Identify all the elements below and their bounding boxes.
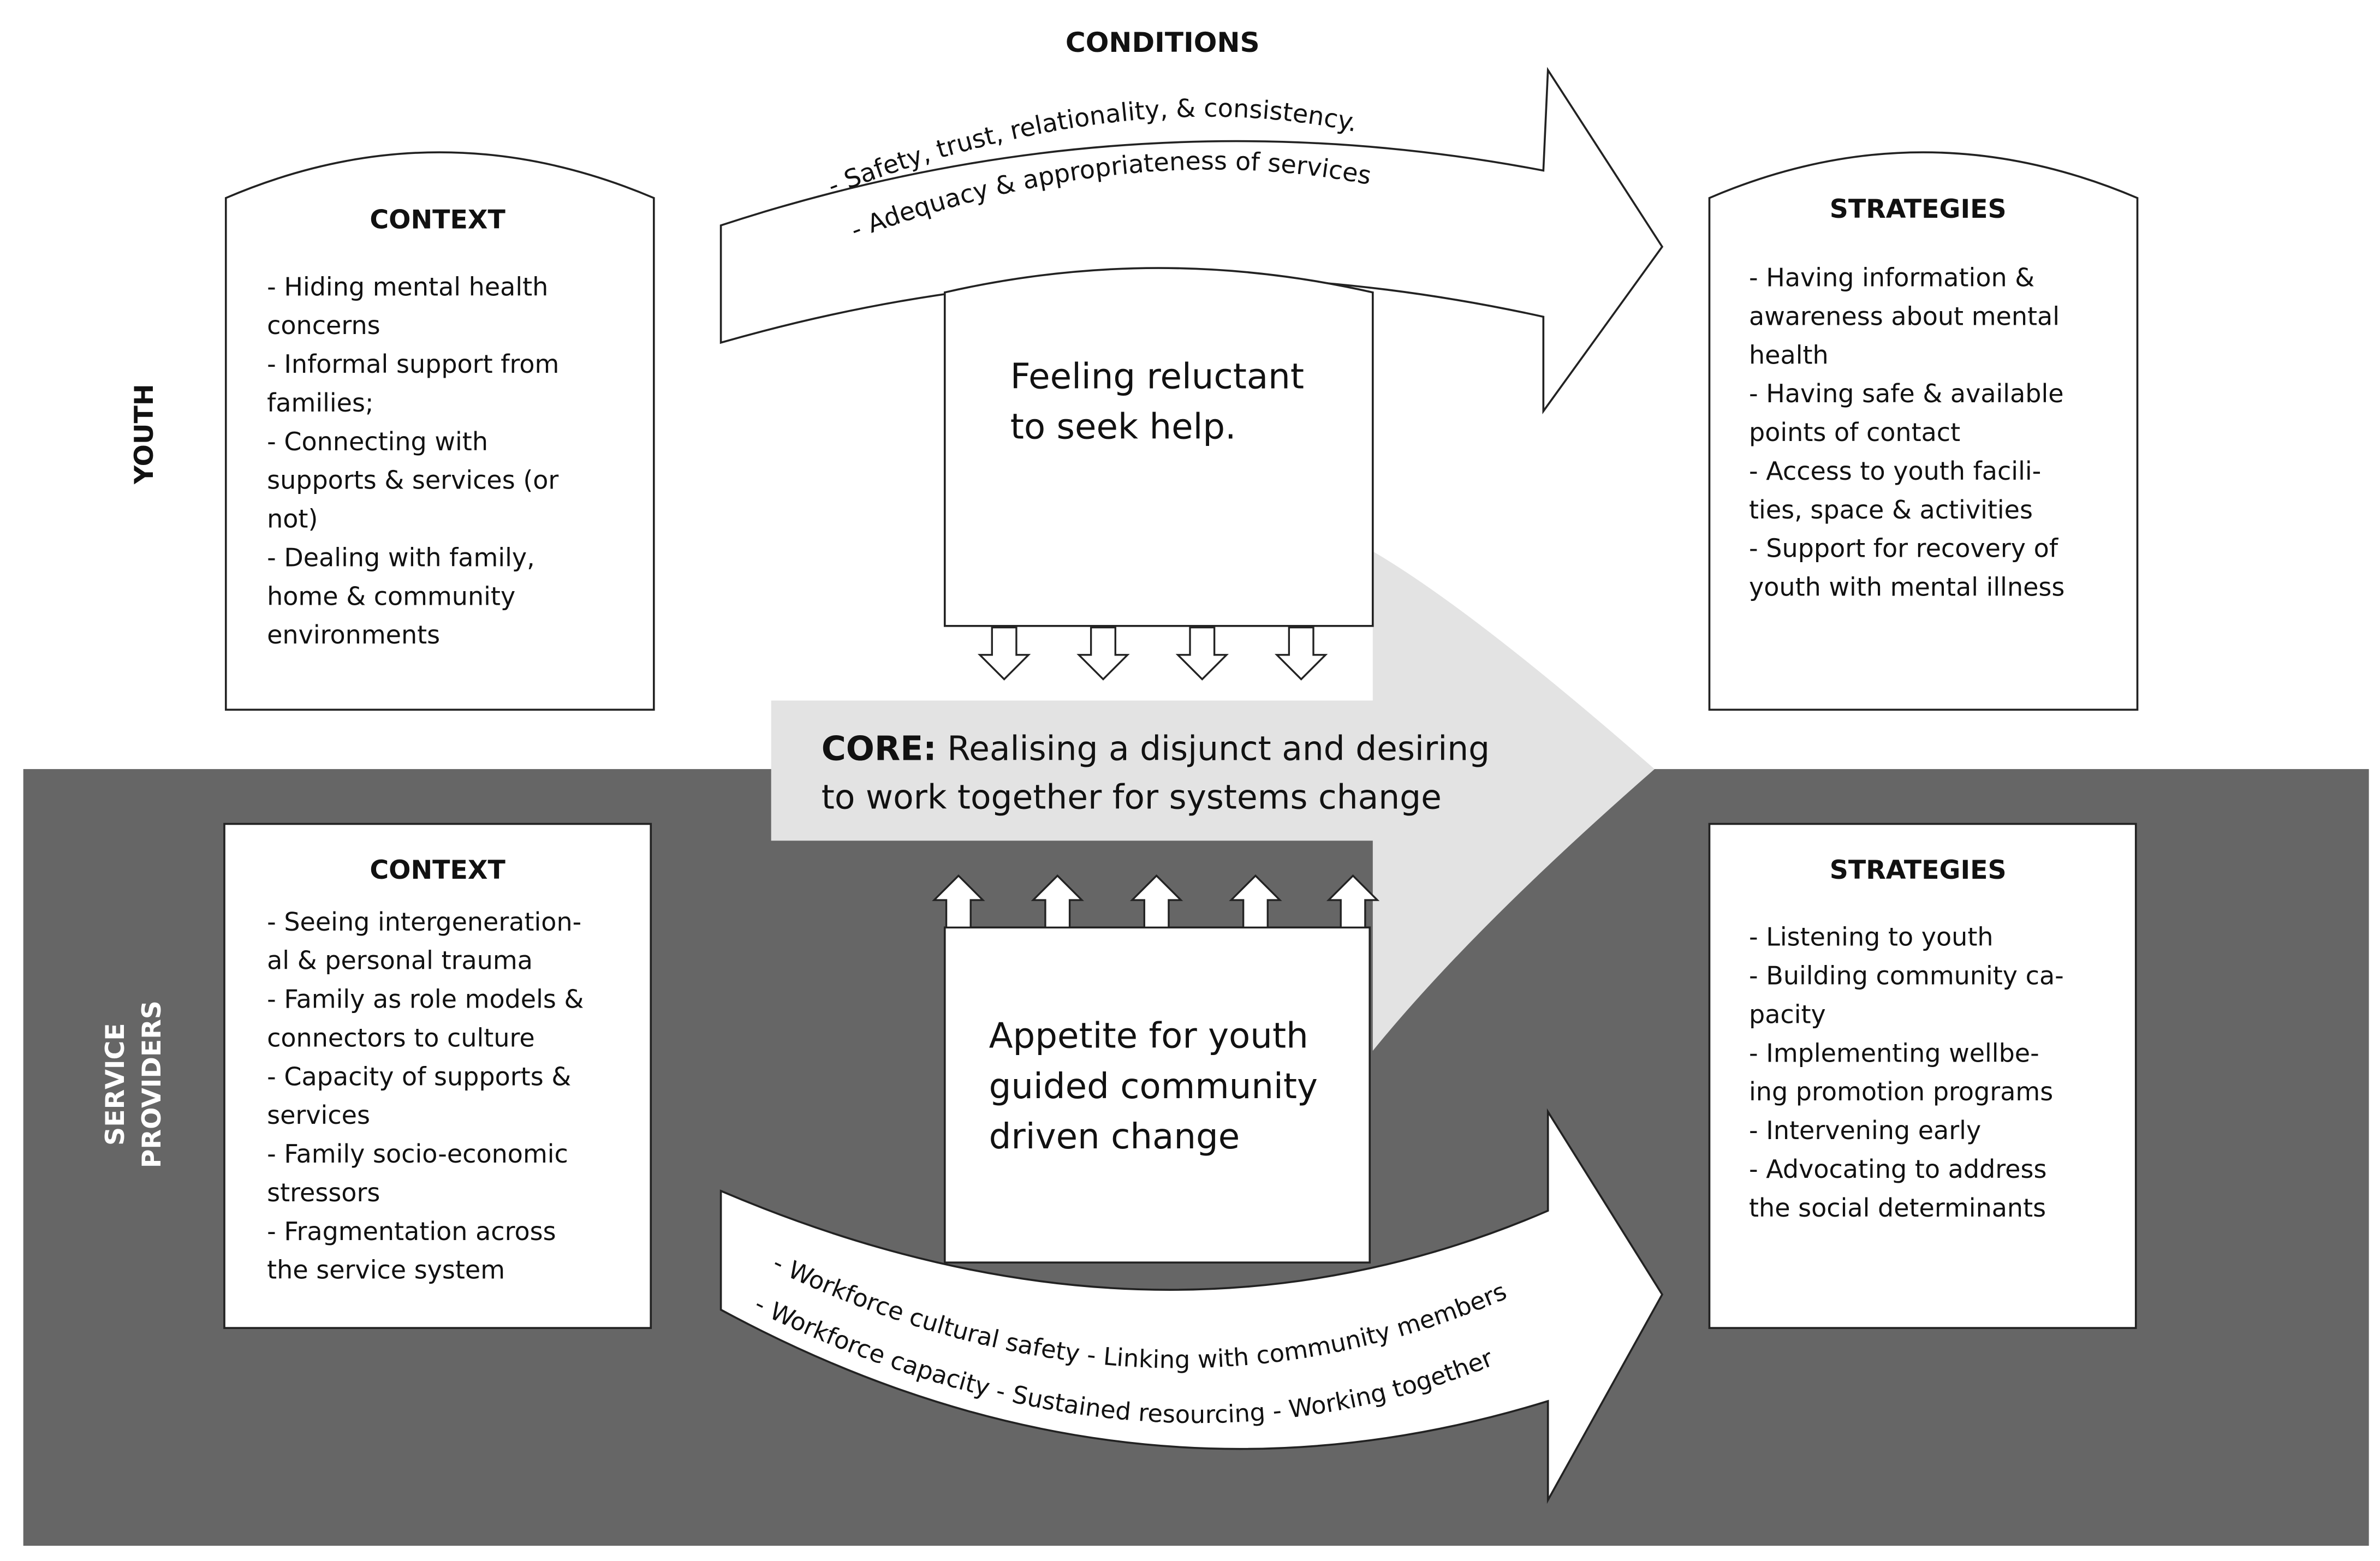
- text-line: Appetite for youth: [989, 1016, 1308, 1057]
- text-line: youth with mental illness: [1749, 573, 2064, 602]
- provider-appetite-box: [943, 926, 1371, 1264]
- text-line: - Advocating to address: [1749, 1154, 2046, 1184]
- text-line: - Capacity of supports &: [267, 1062, 571, 1091]
- text-line: not): [267, 504, 318, 534]
- text-line: driven change: [989, 1116, 1240, 1157]
- provider-context-title: CONTEXT: [370, 855, 505, 885]
- text-line: guided community: [989, 1066, 1318, 1107]
- text-line: - Family as role models &: [267, 985, 584, 1014]
- youth-strategies-box: [1708, 151, 2139, 711]
- core-text-line1: CORE: Realising a disjunct and desiring: [822, 729, 1490, 768]
- text-line: al & personal trauma: [267, 946, 533, 975]
- down-arrow-icon: [977, 626, 1031, 681]
- text-line: - Building community ca-: [1749, 961, 2064, 991]
- text-line: - Family socio-economic: [267, 1139, 568, 1169]
- provider-strategies-box: [1708, 823, 2137, 1329]
- core-arrow: [771, 551, 1655, 1051]
- text-line: - Informal support from: [267, 349, 559, 379]
- youth-context-list: - Hiding mental health concerns - Informal…: [267, 272, 559, 650]
- text-line: supports & services (or: [267, 466, 558, 495]
- text-line: concerns: [267, 311, 380, 340]
- down-arrow-icon: [1076, 626, 1130, 681]
- provider-strategies-list: - Listening to youth - Building community…: [1749, 922, 2064, 1223]
- service-side-label-line2: PROVIDERS: [137, 1000, 167, 1168]
- text-line: - Having information &: [1749, 263, 2034, 293]
- text-line: - Fragmentation across: [267, 1217, 556, 1246]
- text-line: home & community: [267, 581, 515, 611]
- text-line: points of contact: [1749, 418, 1960, 447]
- down-arrows: [977, 626, 1328, 681]
- provider-context-list: - Seeing intergeneration-al & personal t…: [267, 907, 584, 1285]
- text-line: environments: [267, 620, 440, 650]
- text-line: awareness about mental: [1749, 301, 2060, 331]
- text-line: - Support for recovery of: [1749, 534, 2059, 563]
- youth-box-text: Feeling reluctant to seek help.: [1010, 356, 1304, 448]
- core-text-line2: to work together for systems change: [822, 778, 1442, 817]
- bottom-conditions-title: CONDITIONS: [1066, 1289, 1260, 1321]
- text-line: Feeling reluctant: [1010, 356, 1304, 397]
- text-line: the service system: [267, 1255, 505, 1285]
- text-line: to seek help.: [1010, 407, 1236, 448]
- provider-box-text: Appetite for youth guided community driven…: [989, 1016, 1318, 1157]
- top-conditions-title: CONDITIONS: [1066, 26, 1260, 58]
- text-line: ties, space & activities: [1749, 495, 2033, 525]
- provider-strategies-title: STRATEGIES: [1830, 855, 2007, 885]
- up-arrow-icon: [1031, 874, 1084, 928]
- up-arrow-icon: [932, 874, 985, 928]
- text-line: services: [267, 1100, 370, 1130]
- text-line: - Connecting with: [267, 427, 488, 456]
- text-line: - Intervening early: [1749, 1116, 1981, 1145]
- text-line: the social determinants: [1749, 1193, 2046, 1223]
- text-line: families;: [267, 388, 373, 418]
- text-line: - Hiding mental health: [267, 272, 548, 301]
- youth-strategies-list: - Having information & awareness about me…: [1749, 263, 2064, 602]
- text-line: - Implementing wellbe-: [1749, 1038, 2039, 1068]
- core-label: CORE:: [822, 729, 937, 768]
- text-line: ing promotion programs: [1749, 1077, 2053, 1106]
- up-arrow-icon: [1326, 874, 1380, 928]
- youth-reluctant-box: [943, 267, 1374, 627]
- youth-strategies-title: STRATEGIES: [1830, 194, 2007, 224]
- youth-context-box: [224, 151, 655, 711]
- text-line: - Dealing with family,: [267, 543, 535, 572]
- down-arrow-icon: [1275, 626, 1328, 681]
- bottom-conditions-arrow: [719, 1108, 1664, 1504]
- service-side-label-line1: SERVICE: [100, 1023, 130, 1146]
- up-arrow-icon: [1229, 874, 1282, 928]
- text-line: connectors to culture: [267, 1023, 535, 1052]
- text-line: - Access to youth facili-: [1749, 456, 2041, 486]
- text-line: - Listening to youth: [1749, 922, 1994, 952]
- up-arrow-icon: [1129, 874, 1183, 928]
- up-arrows: [932, 874, 1380, 928]
- text-line: health: [1749, 340, 1829, 370]
- youth-context-title: CONTEXT: [370, 205, 505, 235]
- youth-side-label: YOUTH: [129, 384, 159, 485]
- text-line: stressors: [267, 1178, 380, 1207]
- core-line1: Realising a disjunct and desiring: [937, 729, 1490, 768]
- text-line: - Having safe & available: [1749, 379, 2064, 408]
- text-line: - Seeing intergeneration-: [267, 907, 581, 937]
- down-arrow-icon: [1175, 626, 1229, 681]
- text-line: pacity: [1749, 999, 1826, 1029]
- provider-context-box: [223, 823, 652, 1329]
